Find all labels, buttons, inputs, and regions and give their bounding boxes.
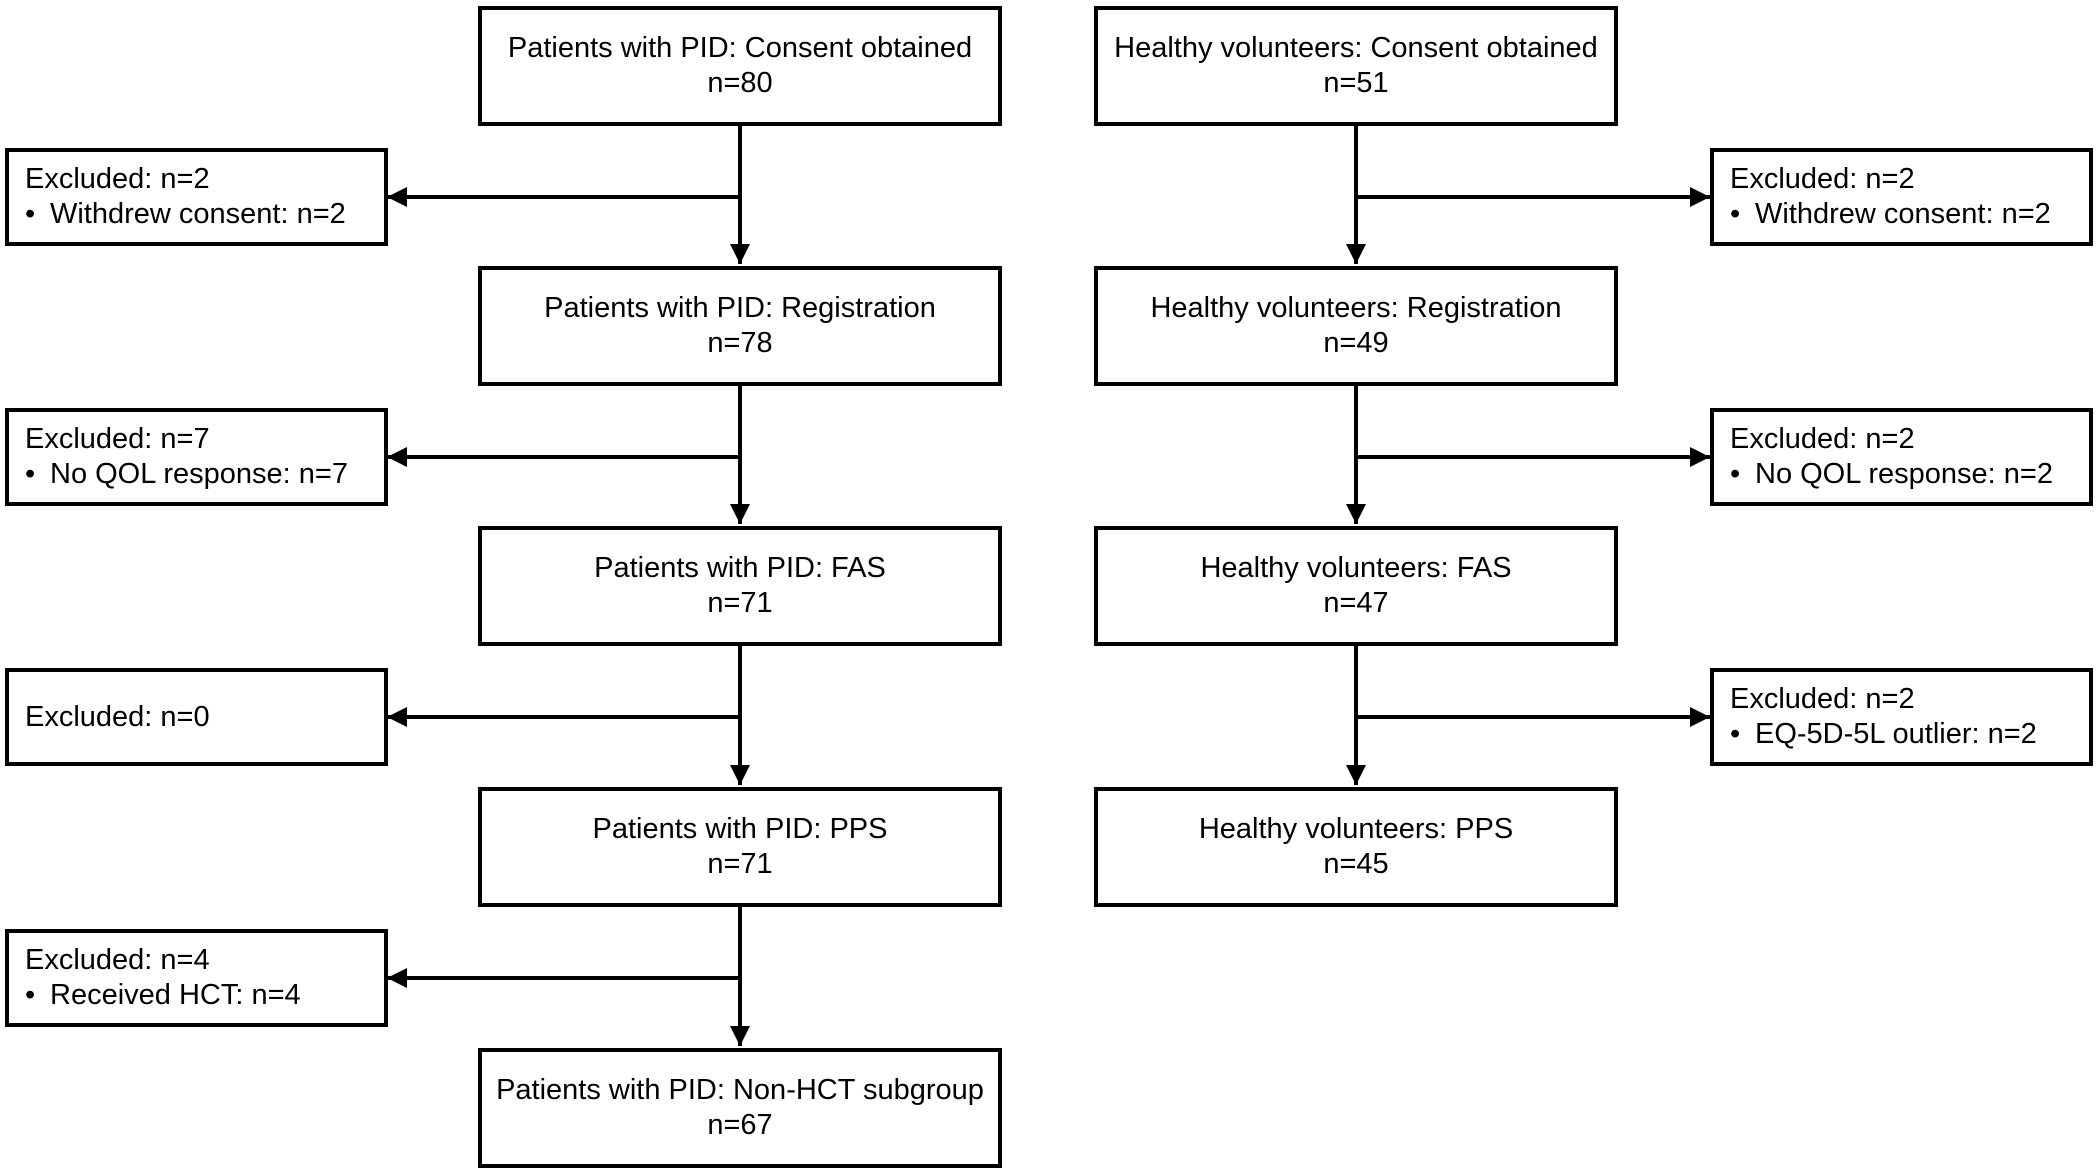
bullet-icon: • [25,458,36,490]
patients-nonhct-count: n=67 [707,1109,773,1141]
volunteers-excluded-box-2: Excluded: n=2 • No QOL response: n=2 [1710,408,2093,506]
patients-excluded-4-detail: Received HCT: n=4 [50,979,301,1011]
patients-excluded-3-head: Excluded: n=0 [25,700,210,733]
volunteers-pps-count: n=45 [1323,848,1389,880]
patients-consent-count: n=80 [707,67,773,99]
volunteers-pps-box: Healthy volunteers: PPS n=45 [1094,787,1618,907]
volunteers-consent-box: Healthy volunteers: Consent obtained n=5… [1094,6,1618,126]
volunteers-fas-count: n=47 [1323,587,1389,619]
volunteers-excluded-2-reason: • No QOL response: n=2 [1730,457,2053,492]
patients-pps-box: Patients with PID: PPS n=71 [478,787,1002,907]
bullet-icon: • [1730,198,1741,230]
patients-excluded-2-head: Excluded: n=7 [25,423,210,455]
volunteers-excluded-3-detail: EQ-5D-5L outlier: n=2 [1755,718,2037,750]
patients-excluded-1-head: Excluded: n=2 [25,163,210,195]
volunteers-excluded-2-detail: No QOL response: n=2 [1755,458,2053,490]
volunteers-registration-count: n=49 [1323,327,1389,359]
volunteers-excluded-1-head: Excluded: n=2 [1730,163,1915,195]
bullet-icon: • [1730,458,1741,490]
patients-excluded-box-1: Excluded: n=2 • Withdrew consent: n=2 [5,148,388,246]
volunteers-excluded-2-head: Excluded: n=2 [1730,423,1915,455]
patients-excluded-1-reason: • Withdrew consent: n=2 [25,197,346,232]
bullet-icon: • [25,979,36,1011]
patients-excluded-4-reason: • Received HCT: n=4 [25,978,301,1013]
patients-fas-title: Patients with PID: FAS [594,552,886,584]
bullet-icon: • [25,198,36,230]
patients-pps-count: n=71 [707,848,773,880]
bullet-icon: • [1730,718,1741,750]
volunteers-consent-title: Healthy volunteers: Consent obtained [1114,32,1598,64]
patients-nonhct-title: Patients with PID: Non-HCT subgroup [496,1074,984,1106]
patients-pps-title: Patients with PID: PPS [592,813,888,845]
volunteers-pps-title: Healthy volunteers: PPS [1198,813,1514,845]
patients-excluded-box-3: Excluded: n=0 [5,668,388,766]
patients-consent-title: Patients with PID: Consent obtained [507,32,973,64]
patients-consent-box: Patients with PID: Consent obtained n=80 [478,6,1002,126]
patients-excluded-4-head: Excluded: n=4 [25,944,210,976]
volunteers-fas-box: Healthy volunteers: FAS n=47 [1094,526,1618,646]
volunteers-excluded-box-3: Excluded: n=2 • EQ-5D-5L outlier: n=2 [1710,668,2093,766]
patients-excluded-2-reason: • No QOL response: n=7 [25,457,348,492]
patients-excluded-2-detail: No QOL response: n=7 [50,458,348,490]
volunteers-excluded-1-detail: Withdrew consent: n=2 [1755,198,2051,230]
patients-registration-title: Patients with PID: Registration [544,292,936,324]
patients-registration-count: n=78 [707,327,773,359]
patients-excluded-box-4: Excluded: n=4 • Received HCT: n=4 [5,929,388,1027]
volunteers-excluded-3-reason: • EQ-5D-5L outlier: n=2 [1730,717,2037,752]
patients-fas-count: n=71 [707,587,773,619]
patients-excluded-box-2: Excluded: n=7 • No QOL response: n=7 [5,408,388,506]
volunteers-fas-title: Healthy volunteers: FAS [1200,552,1512,584]
volunteers-excluded-3-head: Excluded: n=2 [1730,683,1915,715]
volunteers-consent-count: n=51 [1323,67,1389,99]
volunteers-excluded-box-1: Excluded: n=2 • Withdrew consent: n=2 [1710,148,2093,246]
patients-registration-box: Patients with PID: Registration n=78 [478,266,1002,386]
volunteers-registration-box: Healthy volunteers: Registration n=49 [1094,266,1618,386]
patients-nonhct-box: Patients with PID: Non-HCT subgroup n=67 [478,1048,1002,1168]
patients-excluded-1-detail: Withdrew consent: n=2 [50,198,346,230]
volunteers-registration-title: Healthy volunteers: Registration [1150,292,1562,324]
volunteers-excluded-1-reason: • Withdrew consent: n=2 [1730,197,2051,232]
patients-fas-box: Patients with PID: FAS n=71 [478,526,1002,646]
